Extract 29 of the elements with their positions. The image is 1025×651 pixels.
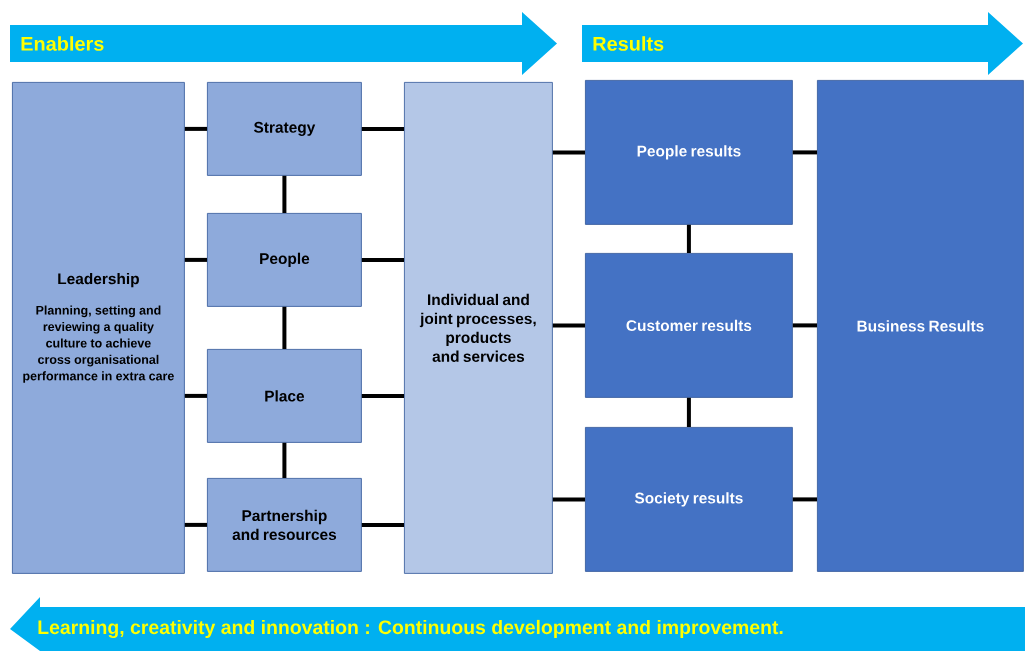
connector-line: [184, 522, 207, 527]
process-box: Customer results: [585, 253, 793, 398]
connector-line: [552, 323, 585, 328]
connector-line: [361, 126, 404, 131]
connector-line: [792, 323, 817, 328]
process-box: Individual and joint processes, products and services: [404, 82, 553, 574]
connector-line: [361, 522, 404, 527]
connector-line: [552, 497, 585, 502]
process-box: Leadership Planning, setting and reviewing a quality culture to achieve cross organisational performance in extra care: [12, 82, 185, 574]
process-box: Place: [207, 349, 362, 443]
connector-line: [184, 257, 207, 262]
connector-line: [282, 442, 287, 478]
connector-line: [282, 306, 287, 349]
connector-line: [184, 393, 207, 398]
connector-line: [686, 224, 691, 253]
process-box: Business Results: [817, 80, 1024, 572]
connector-line: [184, 126, 207, 131]
connector-line: [686, 397, 691, 427]
connector-line: [792, 150, 817, 155]
connector-line: [282, 175, 287, 213]
connector-line: [361, 257, 404, 262]
process-box: People results: [585, 80, 793, 225]
process-box: Society results: [585, 427, 793, 572]
process-box: Strategy: [207, 82, 362, 176]
connector-line: [361, 393, 404, 398]
connector-line: [552, 150, 585, 155]
connector-line: [792, 497, 817, 502]
process-box: People: [207, 213, 362, 307]
process-box: Partnership and resources: [207, 478, 362, 572]
